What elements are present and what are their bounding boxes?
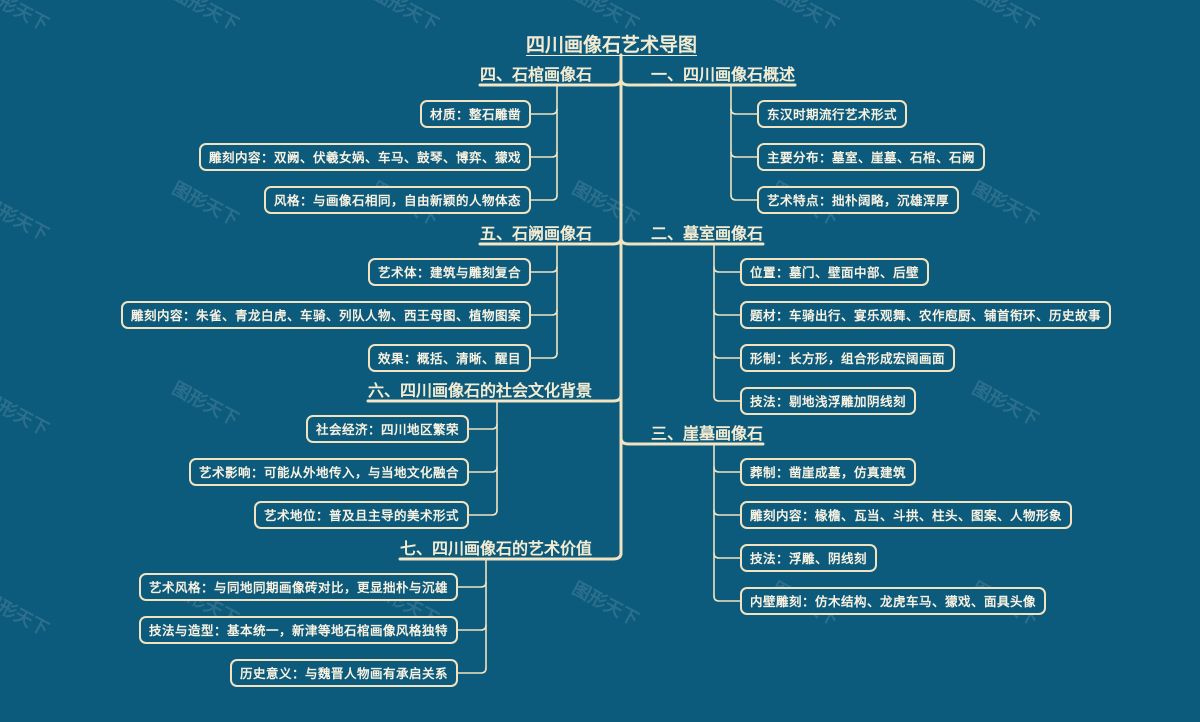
section-4-item-3: 风格：与画像石相同，自由新颖的人物体态 [263,186,531,214]
section-5-item-1-connector [530,266,558,273]
section-7-label: 七、四川画像石的艺术价值 [399,539,592,558]
section-3-label: 三、崖墓画像石 [651,424,764,443]
section-6-item-2-connector [468,466,498,473]
section-5-item-2-connector [530,309,558,316]
section-1-item-2: 主要分布：墓室、崖墓、石棺、石阙 [757,143,986,171]
section-5-connector [478,236,623,246]
section-3-item-3-connector [713,552,741,559]
section-4-item-2: 雕刻内容：双阙、伏羲女娲、车马、鼓琴、博弈、獴戏 [198,143,531,171]
section-7-item-1-connector [457,581,487,588]
section-1-label: 一、四川画像石概述 [651,65,796,84]
section-2-item-1-connector [713,266,741,273]
section-2-item-3-connector [713,352,741,359]
section-7-item-2: 技法与造型：基本统一，新津等地石棺画像风格独特 [138,616,458,644]
section-7-item-3-connector [457,667,487,674]
section-5-item-3: 效果：概括、清晰、醒目 [367,344,531,372]
section-3-item-1-connector [713,466,741,473]
section-2-item-4: 技法：剔地浅浮雕加阴线刻 [740,387,917,415]
section-1-item-3: 艺术特点：拙朴阔略，沉雄浑厚 [757,186,960,214]
section-1-item-1-connector [730,108,758,115]
section-3-item-2-connector [713,509,741,516]
section-6-item-1-connector [468,423,498,430]
section-7-item-1: 艺术风格：与同地同期画像砖对比，更显拙朴与沉雄 [138,573,458,601]
section-4-item-2-connector [530,151,558,158]
section-2-item-1: 位置：墓门、壁面中部、后壁 [740,258,930,286]
section-2-item-3: 形制：长方形，组合形成宏阔画面 [740,344,956,372]
section-5-item-1: 艺术体：建筑与雕刻复合 [367,258,531,286]
section-6-item-2: 艺术影响：可能从外地传入，与当地文化融合 [188,458,469,486]
section-6-item-3-connector [468,509,498,516]
section-2-item-2-connector [713,309,741,316]
section-3-item-4: 内壁雕刻：仿木结构、龙虎车马、獴戏、面具头像 [740,587,1047,615]
section-1-item-2-connector [730,151,758,158]
section-1-item-1: 东汉时期流行艺术形式 [757,100,908,128]
section-7-item-3: 历史意义：与魏晋人物画有承启关系 [229,659,458,687]
section-4-item-1-connector [530,108,558,115]
section-4-item-3-connector [530,194,558,201]
map-title: 四川画像石艺术导图 [526,34,698,56]
section-3-item-1: 葬制：凿崖成墓，仿真建筑 [740,458,917,486]
section-3-item-4-connector [713,595,741,602]
section-6-item-3: 艺术地位：普及且主导的美术形式 [253,501,469,529]
section-4-label: 四、石棺画像石 [479,65,592,84]
section-2-item-4-connector [713,395,741,402]
section-1-item-3-connector [730,194,758,201]
section-5-item-2: 雕刻内容：朱雀、青龙白虎、车骑、列队人物、西王母图、植物图案 [120,301,531,329]
section-6-item-1: 社会经济：四川地区繁荣 [305,415,469,443]
section-3-item-3: 技法：浮雕、阴线刻 [740,544,878,572]
section-5-item-3-connector [530,352,558,359]
section-4-item-1: 材质：整石雕凿 [419,100,531,128]
section-3-connector [619,436,765,446]
section-6-connector [366,393,623,403]
section-4-connector [478,77,623,87]
section-2-item-2: 题材：车骑出行、宴乐观舞、农作庖厨、铺首衔环、历史故事 [740,301,1112,329]
section-3-item-2: 雕刻内容：椽檐、瓦当、斗拱、柱头、图案、人物形象 [740,501,1073,529]
section-7-item-2-connector [457,624,487,631]
section-5-label: 五、石阙画像石 [479,224,592,243]
section-7-connector [398,551,623,561]
section-6-label: 六、四川画像石的社会文化背景 [367,381,592,400]
section-2-label: 二、墓室画像石 [651,224,764,243]
